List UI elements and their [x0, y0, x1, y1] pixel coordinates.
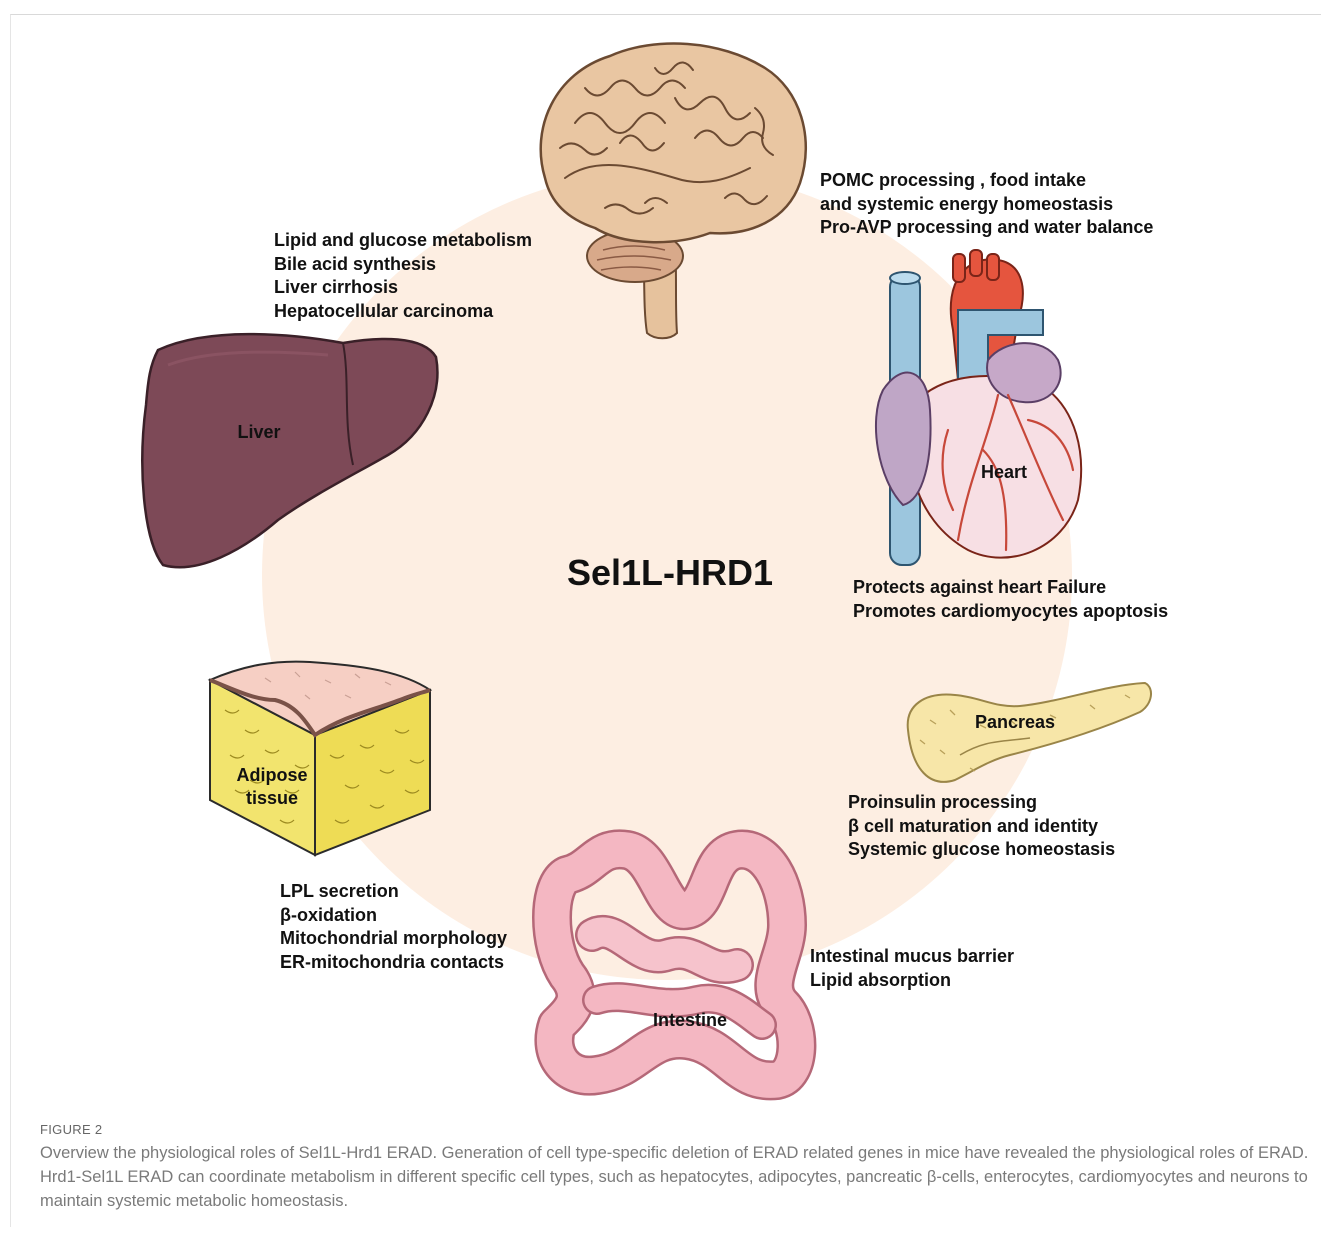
- intestine-roles: Intestinal mucus barrier Lipid absorptio…: [810, 945, 1014, 992]
- brain-roles: POMC processing , food intake and system…: [820, 169, 1153, 240]
- heart-roles: Protects against heart Failure Promotes …: [853, 576, 1168, 623]
- brain-role: POMC processing , food intake: [820, 169, 1153, 193]
- brain-role: and systemic energy homeostasis: [820, 193, 1153, 217]
- adipose-tissue-illustration: [205, 660, 435, 860]
- intestine-illustration: [537, 825, 812, 1105]
- liver-role: Bile acid synthesis: [274, 253, 532, 277]
- liver-roles: Lipid and glucose metabolism Bile acid s…: [274, 229, 532, 323]
- brain-illustration: [525, 28, 815, 343]
- liver-role: Lipid and glucose metabolism: [274, 229, 532, 253]
- adipose-role: β-oxidation: [280, 904, 507, 928]
- heart-role: Promotes cardiomyocytes apoptosis: [853, 600, 1168, 624]
- pancreas-roles: Proinsulin processing β cell maturation …: [848, 791, 1115, 862]
- adipose-label-line2: tissue: [222, 787, 322, 810]
- pancreas-role: β cell maturation and identity: [848, 815, 1115, 839]
- heart-label: Heart: [970, 461, 1038, 484]
- liver-role: Hepatocellular carcinoma: [274, 300, 532, 324]
- adipose-role: LPL secretion: [280, 880, 507, 904]
- intestine-role: Lipid absorption: [810, 969, 1014, 993]
- heart-role: Protects against heart Failure: [853, 576, 1168, 600]
- heart-illustration: [858, 250, 1088, 570]
- adipose-roles: LPL secretion β-oxidation Mitochondrial …: [280, 880, 507, 974]
- intestine-role: Intestinal mucus barrier: [810, 945, 1014, 969]
- pancreas-role: Systemic glucose homeostasis: [848, 838, 1115, 862]
- figure-caption: FIGURE 2 Overview the physiological role…: [40, 1122, 1310, 1213]
- caption-text: Overview the physiological roles of Sel1…: [40, 1141, 1310, 1213]
- intestine-label: Intestine: [640, 1009, 740, 1032]
- adipose-role: Mitochondrial morphology: [280, 927, 507, 951]
- liver-role: Liver cirrhosis: [274, 276, 532, 300]
- adipose-label-line1: Adipose: [222, 764, 322, 787]
- adipose-label: Adipose tissue: [222, 764, 322, 810]
- center-label: Sel1L-HRD1: [520, 552, 820, 594]
- figure-number: FIGURE 2: [40, 1122, 1310, 1137]
- adipose-role: ER-mitochondria contacts: [280, 951, 507, 975]
- liver-label: Liver: [226, 421, 292, 444]
- liver-illustration: [138, 325, 443, 580]
- brain-role: Pro-AVP processing and water balance: [820, 216, 1153, 240]
- pancreas-role: Proinsulin processing: [848, 791, 1115, 815]
- pancreas-illustration: [900, 680, 1155, 790]
- pancreas-label: Pancreas: [965, 711, 1065, 734]
